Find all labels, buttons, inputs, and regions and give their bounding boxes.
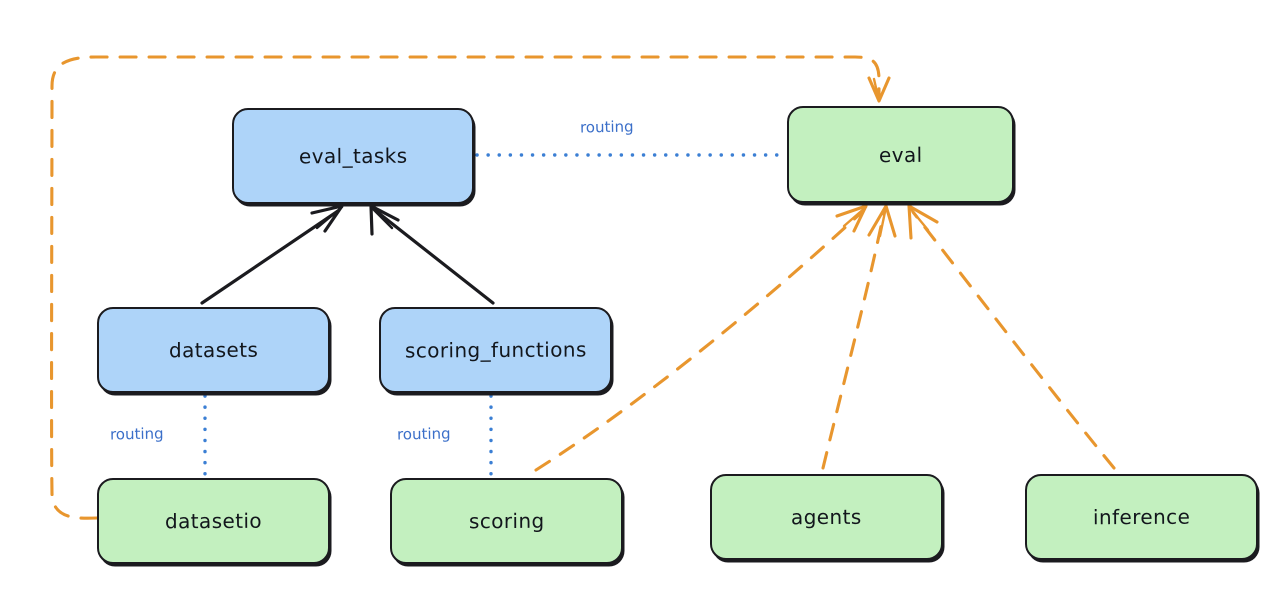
node-agents[interactable]: agents xyxy=(710,474,943,560)
node-inference[interactable]: inference xyxy=(1025,474,1258,560)
node-scoring[interactable]: scoring xyxy=(390,478,623,564)
node-eval-tasks[interactable]: eval_tasks xyxy=(232,108,474,204)
node-datasetio[interactable]: datasetio xyxy=(97,478,330,564)
edge-label-routing-datasetio: routing xyxy=(109,424,164,444)
node-label-datasetio: datasetio xyxy=(164,508,263,534)
edge-label-routing-eval: routing xyxy=(579,117,634,137)
node-label-scoring-functions: scoring_functions xyxy=(404,337,587,363)
node-datasets[interactable]: datasets xyxy=(97,307,330,393)
node-label-eval-tasks: eval_tasks xyxy=(298,143,408,169)
edge-inference-to-eval xyxy=(907,204,1116,470)
node-scoring-functions[interactable]: scoring_functions xyxy=(379,307,612,393)
edge-scoring_functions-to-eval_tasks xyxy=(369,204,495,305)
edge-label-routing-scoring: routing xyxy=(396,424,451,444)
node-label-inference: inference xyxy=(1092,504,1191,530)
node-eval[interactable]: eval xyxy=(787,106,1014,203)
node-label-scoring: scoring xyxy=(468,508,545,534)
node-label-datasets: datasets xyxy=(168,337,259,363)
edge-agents-to-eval xyxy=(821,204,897,470)
edge-datasets-to-eval_tasks xyxy=(200,204,344,305)
node-label-eval: eval xyxy=(878,142,923,167)
node-label-agents: agents xyxy=(791,504,862,530)
